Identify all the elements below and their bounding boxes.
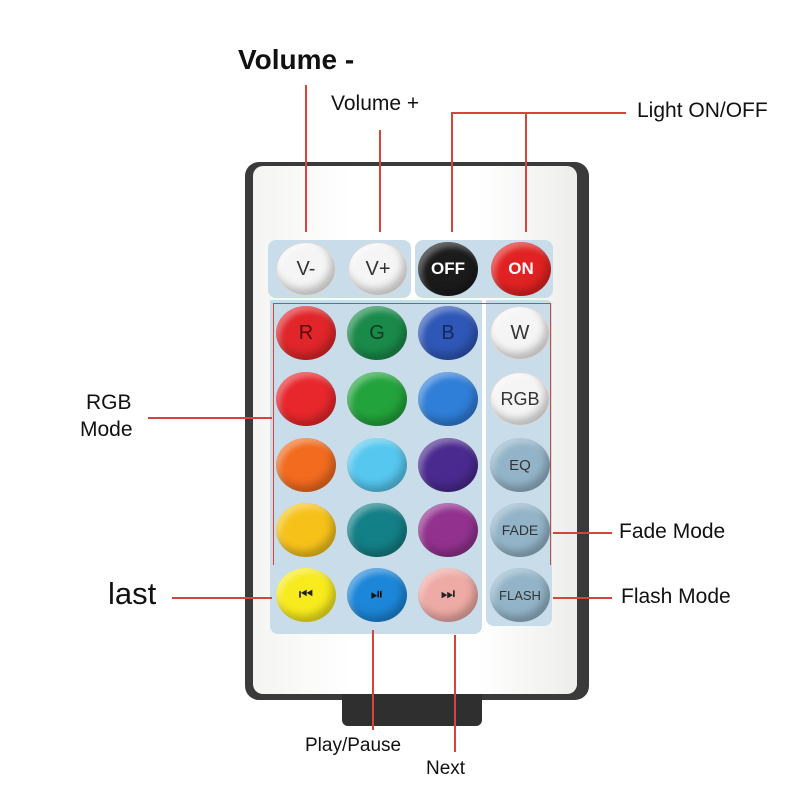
flash-button[interactable]: FLASH (490, 568, 550, 622)
eq-button-label: EQ (509, 456, 531, 474)
on-button-label: ON (508, 259, 534, 278)
color-button-row4-2[interactable] (347, 503, 407, 557)
label-fade-mode: Fade Mode (619, 520, 726, 543)
color-button-row3-2[interactable] (347, 438, 407, 492)
label-next: Next (426, 758, 466, 779)
color-button-row2-2[interactable] (347, 372, 407, 426)
off-button[interactable]: OFF (418, 242, 478, 296)
next-icon: ⏭ (440, 586, 456, 603)
fade-button[interactable]: FADE (490, 503, 550, 557)
color-button-row4-1[interactable] (276, 503, 336, 557)
volume-up-button-label: V+ (365, 257, 391, 280)
volume-up-button[interactable]: V+ (348, 242, 408, 296)
play-pause-button[interactable]: ⏯ (347, 568, 407, 622)
color-button-row3-3[interactable] (418, 438, 478, 492)
color-button-row2-3[interactable] (418, 372, 478, 426)
color-button-row4-3[interactable] (418, 503, 478, 557)
on-button[interactable]: ON (491, 242, 551, 296)
flash-button-label: FLASH (499, 587, 541, 603)
blue-button-label: B (441, 321, 455, 344)
green-button-label: G (369, 321, 385, 344)
label-play-pause: Play/Pause (305, 735, 402, 756)
blue-button[interactable]: B (418, 306, 478, 360)
fade-button-label: FADE (501, 522, 539, 538)
remote-foot (342, 690, 482, 726)
red-button-label: R (298, 321, 314, 344)
eq-button[interactable]: EQ (490, 438, 550, 492)
white-button-label: W (510, 321, 530, 344)
label-light-on-off: Light ON/OFF (637, 99, 768, 122)
rgb-button[interactable]: RGB (490, 372, 550, 426)
red-button[interactable]: R (276, 306, 336, 360)
volume-down-button[interactable]: V- (276, 242, 336, 296)
next-button[interactable]: ⏭ (418, 568, 478, 622)
previous-button[interactable]: ⏮ (276, 568, 336, 622)
label-rgb-mode-line2: Mode (80, 418, 133, 441)
green-button[interactable]: G (347, 306, 407, 360)
label-flash-mode: Flash Mode (621, 585, 731, 608)
color-button-row3-1[interactable] (276, 438, 336, 492)
color-button-row2-1[interactable] (276, 372, 336, 426)
volume-down-button-label: V- (296, 257, 316, 280)
white-button[interactable]: W (490, 306, 550, 360)
previous-icon: ⏮ (298, 586, 314, 603)
label-volume-down: Volume - (238, 44, 355, 75)
rgb-button-label: RGB (500, 388, 540, 409)
label-rgb-mode-line1: RGB (86, 391, 132, 414)
label-last: last (108, 576, 157, 611)
off-button-label: OFF (431, 259, 465, 278)
play-pause-icon: ⏯ (370, 586, 384, 603)
label-volume-up: Volume + (331, 92, 420, 115)
